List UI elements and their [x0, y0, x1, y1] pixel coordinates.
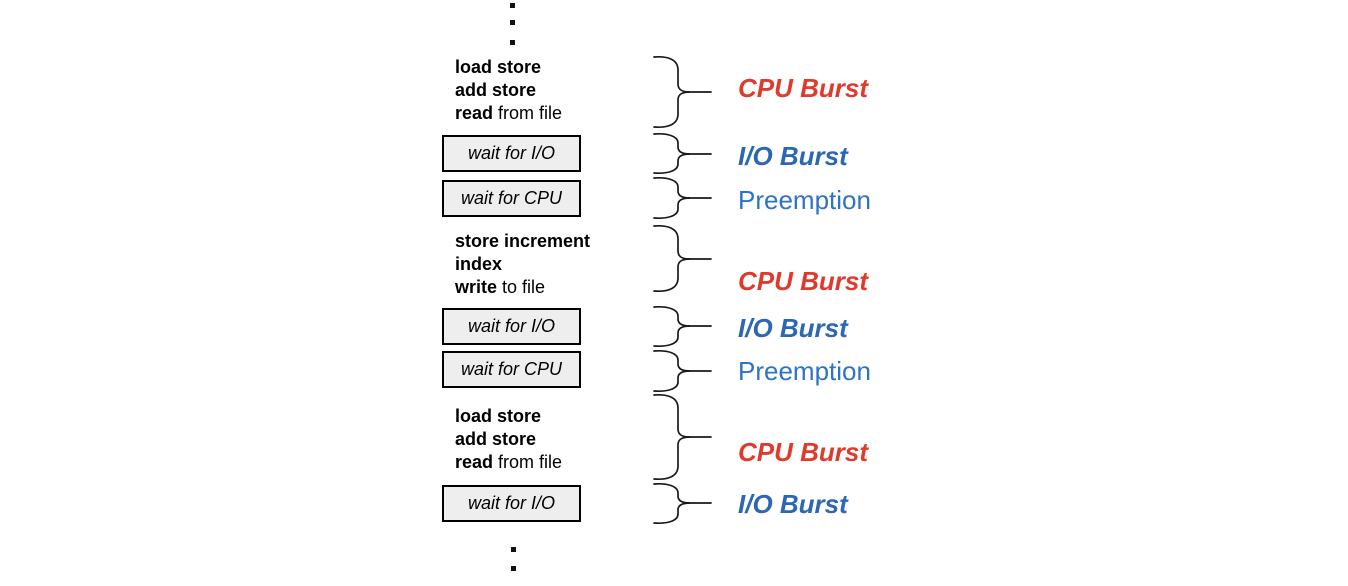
label-cpu-burst-2: CPU Burst [738, 266, 869, 296]
ellipsis-top-dot [510, 40, 515, 45]
code-line: read from file [455, 103, 563, 123]
code-line: add store [455, 80, 537, 100]
brace-cpu-burst-3 [653, 393, 712, 481]
ellipsis-bottom-dot [511, 547, 516, 552]
code-line: load store [455, 406, 542, 426]
brace-io-burst-2 [653, 305, 712, 348]
label-preemption-2: Preemption [738, 356, 871, 386]
ellipsis-top-dot [510, 3, 515, 8]
brace-io-burst-1 [653, 132, 712, 175]
brace-cpu-burst-1 [653, 55, 712, 129]
wait-for-cpu-box-1: wait for CPU [442, 180, 581, 217]
label-io-burst-2: I/O Burst [738, 313, 848, 343]
code-line: index [455, 254, 503, 274]
wait-for-io-box-3: wait for I/O [442, 485, 581, 522]
label-cpu-burst-3: CPU Burst [738, 437, 869, 467]
label-cpu-burst-1: CPU Burst [738, 73, 869, 103]
code-block-cpu-2: store increment index write to file [455, 230, 590, 299]
code-line: write to file [455, 277, 546, 297]
brace-preemption-2 [653, 349, 712, 393]
label-io-burst-3: I/O Burst [738, 489, 848, 519]
code-line: add store [455, 429, 537, 449]
ellipsis-top-dot [510, 20, 515, 25]
code-line: store increment [455, 231, 591, 251]
code-line: read from file [455, 452, 563, 472]
label-io-burst-1: I/O Burst [738, 141, 848, 171]
code-line: load store [455, 57, 542, 77]
ellipsis-bottom-dot [511, 566, 516, 571]
brace-io-burst-3 [653, 482, 712, 525]
wait-for-io-box-1: wait for I/O [442, 135, 581, 172]
brace-preemption-1 [653, 176, 712, 220]
code-block-cpu-3: load store add store read from file [455, 405, 562, 474]
code-block-cpu-1: load store add store read from file [455, 56, 562, 125]
brace-cpu-burst-2 [653, 224, 712, 293]
wait-for-io-box-2: wait for I/O [442, 308, 581, 345]
wait-for-cpu-box-2: wait for CPU [442, 351, 581, 388]
label-preemption-1: Preemption [738, 185, 871, 215]
